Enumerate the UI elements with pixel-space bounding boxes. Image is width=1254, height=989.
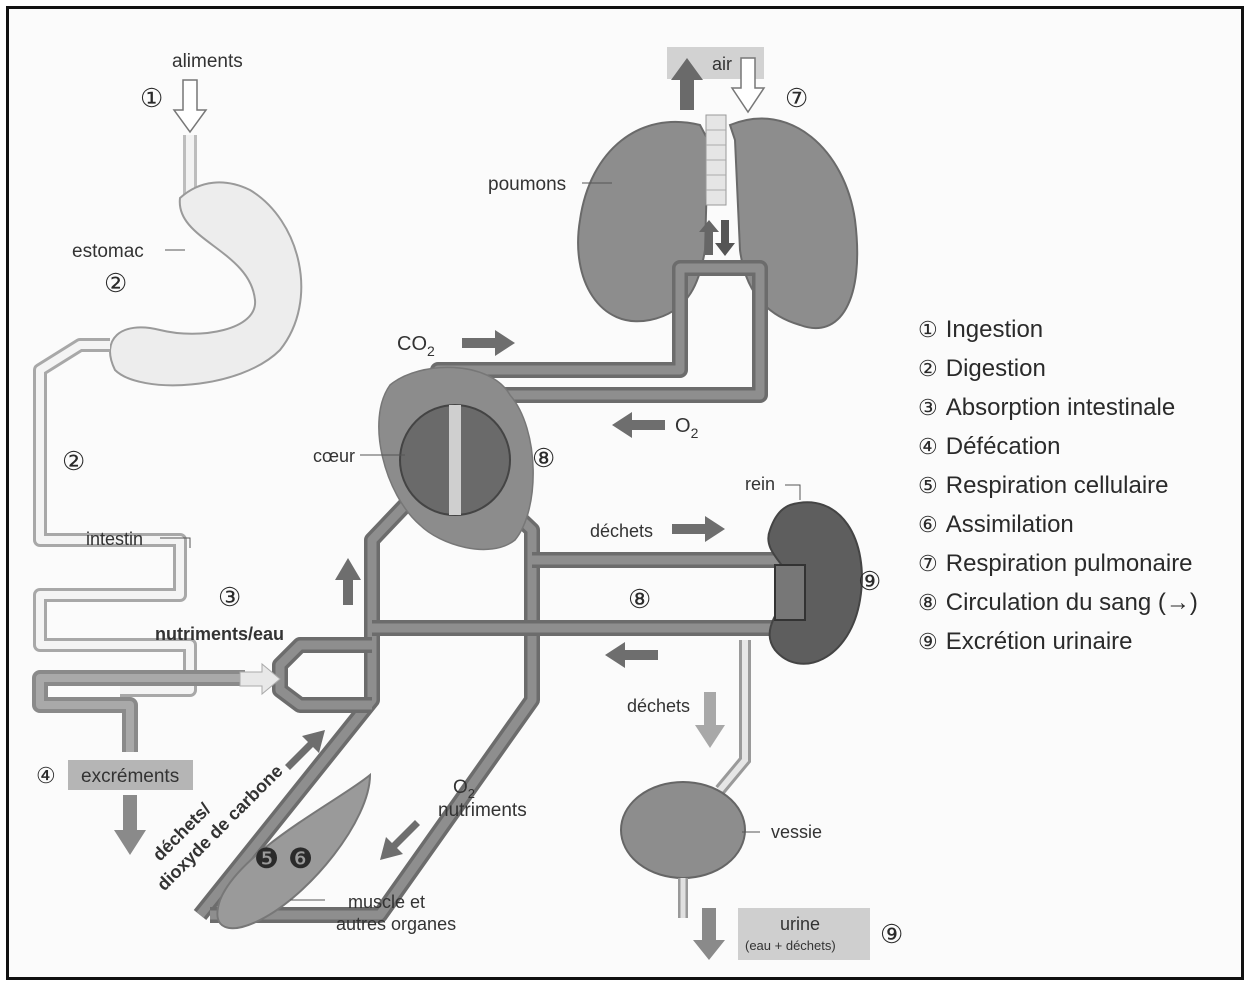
label-poumons: poumons (488, 174, 566, 195)
label-o2: O2 (675, 415, 699, 441)
label-rein: rein (745, 474, 775, 494)
lungs (578, 115, 857, 328)
label-coeur: cœur (313, 446, 355, 466)
marker-3: ③ (218, 582, 241, 612)
marker-5: ❺ (254, 843, 279, 874)
marker-1: ① (140, 83, 163, 113)
marker-4: ④ (36, 763, 56, 788)
marker-8-vessels: ⑧ (628, 584, 651, 614)
marker-9-urine: ⑨ (880, 919, 903, 949)
marker-8-heart: ⑧ (532, 443, 555, 473)
marker-2-stomach: ② (104, 268, 127, 298)
marker-6: ❻ (288, 843, 313, 874)
marker-7: ⑦ (785, 83, 808, 113)
label-intestin: intestin (86, 529, 143, 549)
bladder (621, 782, 745, 878)
label-muscle: muscle et (348, 892, 425, 912)
label-nutriments-eau: nutriments/eau (155, 624, 284, 644)
marker-2-intestine: ② (62, 446, 85, 476)
kidney (768, 502, 862, 663)
label-dechets-down: déchets (627, 696, 690, 716)
label-dechets-kidney: déchets (590, 521, 653, 541)
excrement-arrow (114, 795, 146, 855)
ingestion-arrow (174, 80, 206, 132)
label-excrements: excréments (81, 766, 179, 787)
marker-9-kidney: ⑨ (858, 566, 881, 596)
label-aliments: aliments (172, 51, 243, 72)
label-autres-organes: autres organes (336, 914, 456, 934)
label-co2: CO2 (397, 333, 435, 359)
urine-arrow (693, 908, 725, 960)
waste-down-arrow (695, 692, 725, 748)
label-estomac: estomac (72, 241, 144, 262)
label-urine-detail: (eau + déchets) (745, 938, 836, 953)
label-vessie: vessie (771, 822, 822, 842)
heart (379, 367, 533, 549)
stomach-shape (110, 182, 301, 385)
label-urine: urine (780, 914, 820, 934)
digestive-tract (40, 135, 301, 752)
label-air: air (712, 54, 732, 74)
label-nutriments: nutriments (438, 800, 527, 821)
